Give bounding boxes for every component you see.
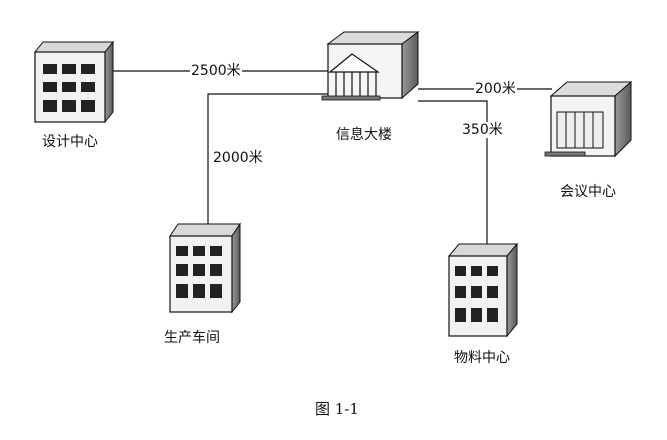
node-label-meeting-center: 会议中心 <box>560 184 616 200</box>
building-icon <box>169 222 241 314</box>
node-label-workshop: 生产车间 <box>164 330 220 346</box>
node-label-info-building: 信息大楼 <box>336 127 392 143</box>
distance-label-info-workshop: 2000米 <box>212 150 264 166</box>
distance-label-info-meeting: 200米 <box>474 81 517 97</box>
building-icon <box>447 242 519 338</box>
building-icon <box>321 31 420 101</box>
node-label-logistics-center: 物料中心 <box>454 350 510 366</box>
node-label-design-center: 设计中心 <box>42 134 98 150</box>
distance-label-info-logistics: 350米 <box>461 122 504 138</box>
link-info-logistics <box>418 100 488 247</box>
distance-label-design-info: 2500米 <box>190 63 242 79</box>
figure-caption: 图 1-1 <box>315 400 359 418</box>
building-icon <box>544 80 633 158</box>
building-icon <box>33 40 115 124</box>
link-info-workshop <box>207 93 330 228</box>
